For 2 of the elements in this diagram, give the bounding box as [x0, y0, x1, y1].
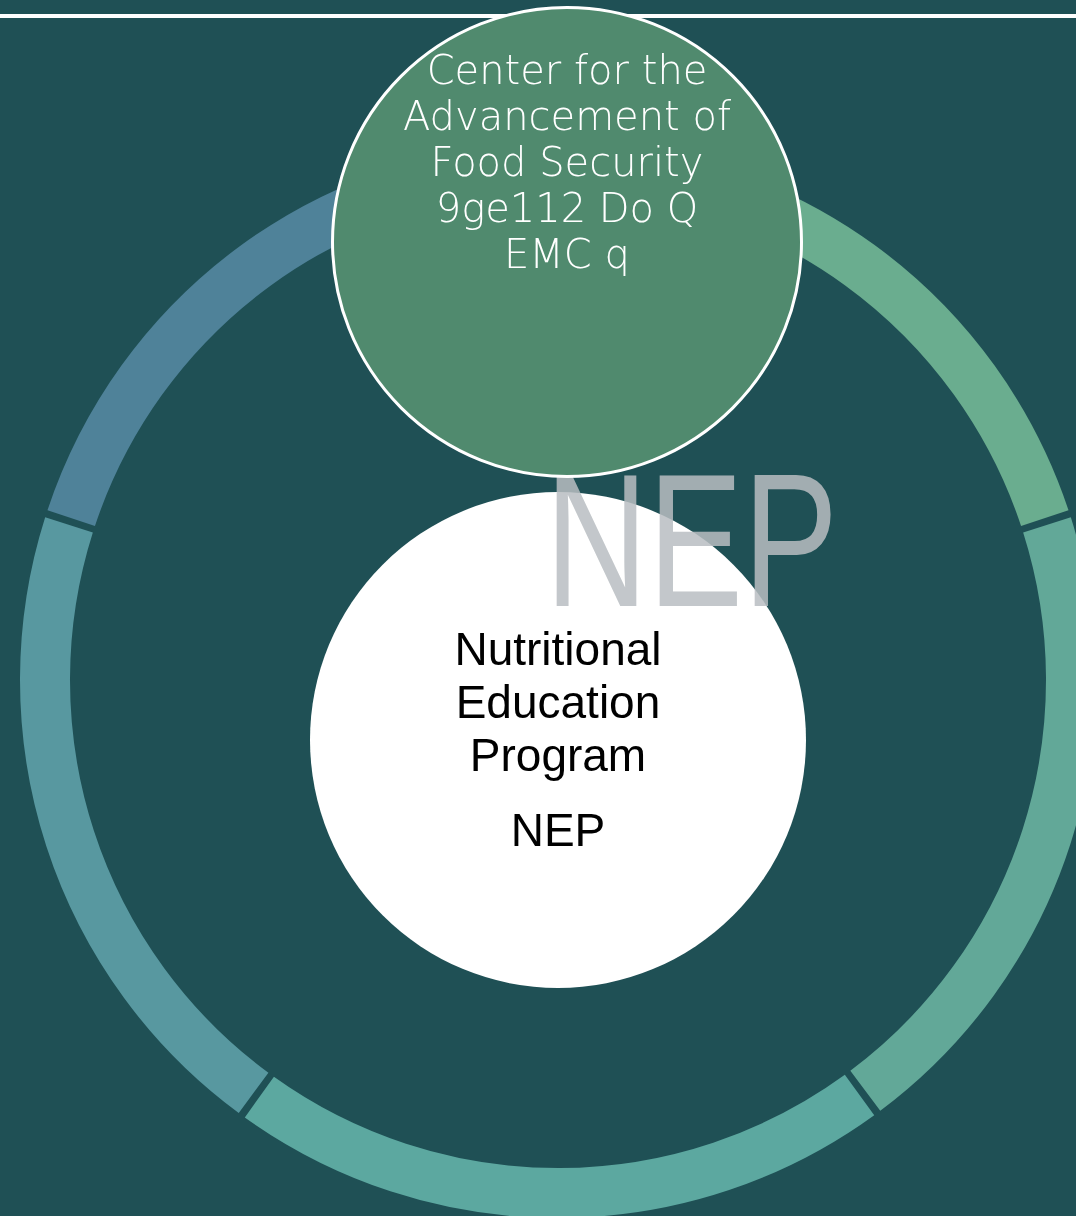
- abbreviation-text: NEP: [510, 803, 606, 857]
- circle-title: Center for the Advancement of Food Security 9ge112 Do Q EMC q: [401, 47, 733, 277]
